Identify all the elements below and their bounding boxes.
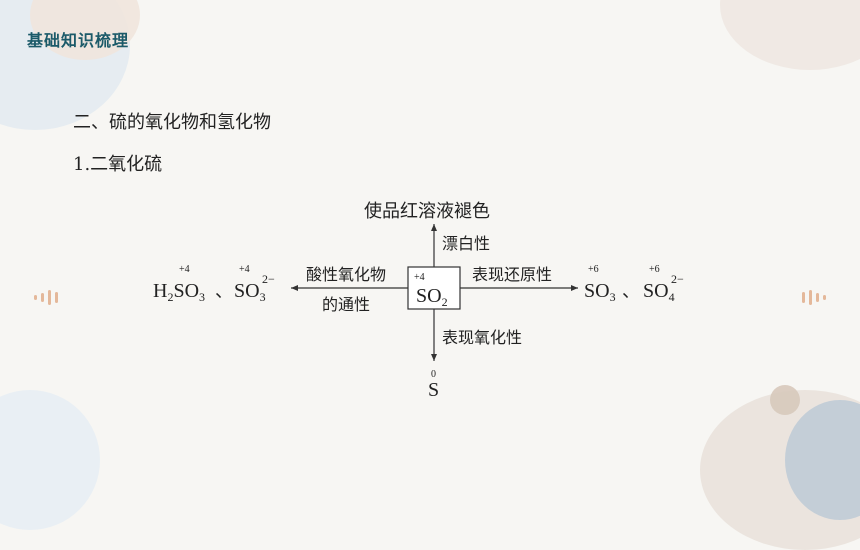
- reducing-property: 表现还原性: [472, 265, 552, 284]
- so3-formula: SO3: [584, 280, 616, 304]
- general-property-label: 的通性: [322, 295, 370, 314]
- center-box: [407, 266, 461, 310]
- section-title: 基础知识梳理: [27, 31, 130, 50]
- subheading-sulfur-oxides: 二、硫的氧化物和氢化物: [73, 112, 271, 133]
- left-ox-2: +4: [239, 264, 250, 275]
- right-separator: 、: [622, 281, 640, 302]
- bleaching-property: 漂白性: [442, 234, 490, 253]
- sulfate-charge: 2−: [671, 272, 684, 286]
- center-formula: SO2: [416, 285, 448, 309]
- left-separator: 、: [215, 281, 233, 302]
- bleach-result: 使品红溶液褪色: [364, 201, 490, 222]
- right-ox-1: +6: [588, 264, 599, 275]
- sulfur-element: S: [428, 379, 439, 401]
- oxidizing-property: 表现氧化性: [442, 328, 522, 347]
- subheading-sulfur-dioxide: 1.二氧化硫: [73, 154, 163, 175]
- right-ox-2: +6: [649, 264, 660, 275]
- sulfite-charge: 2−: [262, 272, 275, 286]
- sulfate-ion: SO4: [643, 280, 675, 304]
- sulfite-ion: SO3: [234, 280, 266, 304]
- so2-property-diagram: +4 SO2 使品红溶液褪色 漂白性 酸性氧化物 的通性 +4 +4 H2SO3…: [153, 201, 684, 401]
- acidic-oxide-label: 酸性氧化物: [306, 265, 386, 284]
- h2so3-formula: H2SO3: [153, 280, 205, 304]
- sulfur-ox-state: 0: [431, 369, 436, 380]
- center-ox-state: +4: [414, 272, 425, 283]
- left-ox-1: +4: [179, 264, 190, 275]
